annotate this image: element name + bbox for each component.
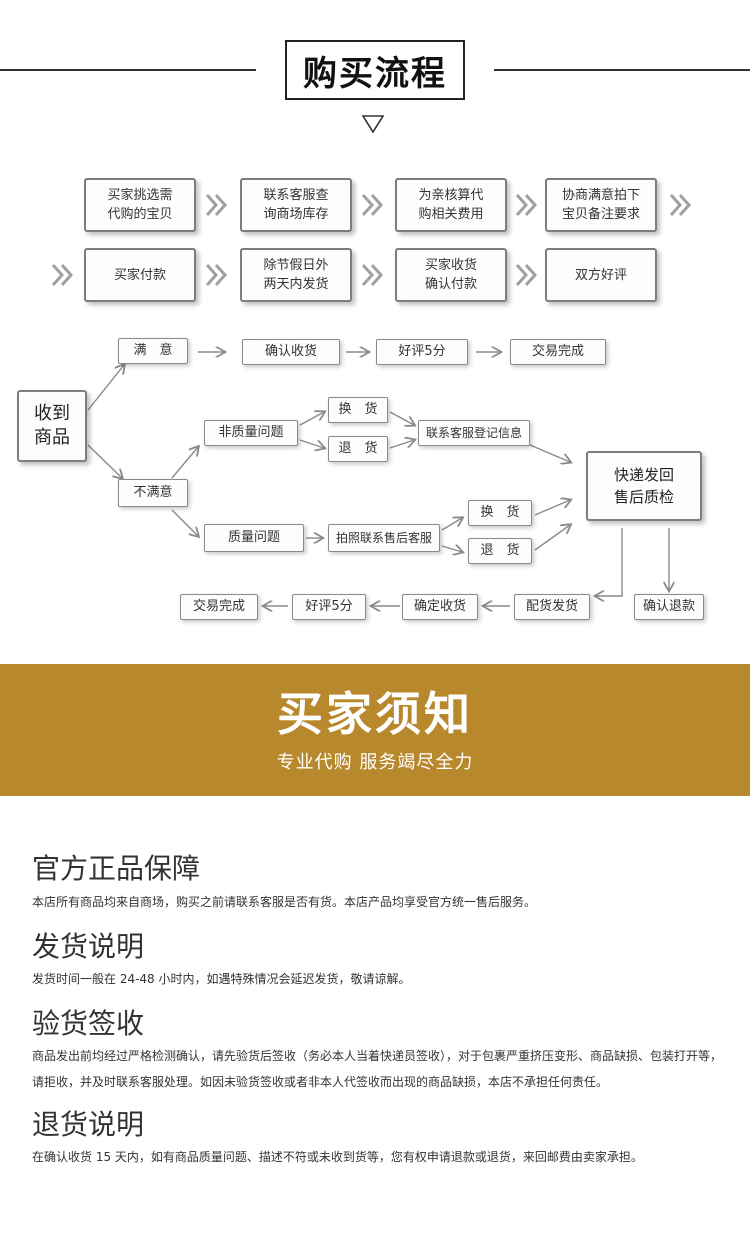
node-express-back: 快递发回 售后质检 — [586, 451, 702, 521]
node-receive: 收到 商品 — [17, 390, 87, 462]
node-photo-contact: 拍照联系售后客服 — [328, 524, 440, 552]
step-check-stock: 联系客服查 询商场库存 — [240, 178, 352, 232]
step-place-order: 协商满意拍下 宝贝备注要求 — [545, 178, 657, 232]
section-title-inspection: 验货签收 — [32, 1007, 145, 1040]
node-unsatisfied: 不满意 — [118, 479, 188, 507]
step-confirm-pay: 买家收货 确认付款 — [395, 248, 507, 302]
node-non-quality: 非质量问题 — [204, 420, 298, 446]
node-confirm-goods: 确定收货 — [402, 594, 478, 620]
node-return-1: 退 货 — [328, 436, 388, 462]
node-quality: 质量问题 — [204, 524, 304, 552]
node-deal-done-top: 交易完成 — [510, 339, 606, 365]
section-text-authentic: 本店所有商品均来自商场，购买之前请联系客服是否有货。本店产品均享受官方统一售后服… — [32, 895, 537, 909]
page-title: 购买流程 — [285, 40, 465, 100]
node-return-2: 退 货 — [468, 538, 532, 564]
double-chevron-right-icon — [361, 193, 384, 217]
section-title-shipping: 发货说明 — [32, 930, 145, 963]
double-chevron-right-icon — [669, 193, 692, 217]
flow-connectors — [87, 0, 750, 660]
down-triangle-icon — [361, 115, 385, 134]
node-exchange-2: 换 货 — [468, 500, 532, 526]
double-chevron-right-icon — [361, 263, 384, 287]
double-chevron-right-icon — [205, 263, 228, 287]
node-confirm-receipt: 确认收货 — [242, 339, 340, 365]
node-contact-cs: 联系客服登记信息 — [418, 420, 530, 446]
node-good-review-top: 好评5分 — [376, 339, 468, 365]
node-ship-goods: 配货发货 — [514, 594, 590, 620]
section-text-inspection: 商品发出前均经过严格检测确认，请先验货后签收（务必本人当着快递员签收），对于包裹… — [32, 1049, 723, 1089]
step-pay: 买家付款 — [84, 248, 196, 302]
section-title-authentic: 官方正品保障 — [32, 852, 201, 885]
section-text-shipping: 发货时间一般在 24-48 小时内，如遇特殊情况会延迟发货，敬请谅解。 — [32, 972, 411, 986]
section-title-returns: 退货说明 — [32, 1108, 145, 1141]
double-chevron-right-icon — [205, 193, 228, 217]
double-chevron-right-icon — [51, 263, 74, 287]
step-calc-fee: 为亲核算代 购相关费用 — [395, 178, 507, 232]
node-satisfied: 满 意 — [118, 338, 188, 364]
double-chevron-right-icon — [515, 193, 538, 217]
node-deal-done-bottom: 交易完成 — [180, 594, 258, 620]
banner-subtitle: 专业代购 服务竭尽全力 — [276, 752, 474, 773]
double-chevron-right-icon — [515, 263, 538, 287]
node-confirm-refund: 确认退款 — [634, 594, 704, 620]
header-rule-right — [494, 69, 750, 71]
banner-title: 买家须知 — [277, 687, 473, 741]
step-review: 双方好评 — [545, 248, 657, 302]
step-select-item: 买家挑选需 代购的宝贝 — [84, 178, 196, 232]
notice-banner: 买家须知 专业代购 服务竭尽全力 — [0, 664, 750, 796]
header-rule-left — [0, 69, 256, 71]
node-good-review-bottom: 好评5分 — [292, 594, 366, 620]
section-text-returns: 在确认收货 15 天内，如有商品质量问题、描述不符或未收到货等，您有权申请退款或… — [32, 1150, 643, 1164]
node-exchange-1: 换 货 — [328, 397, 388, 423]
step-ship: 除节假日外 两天内发货 — [240, 248, 352, 302]
